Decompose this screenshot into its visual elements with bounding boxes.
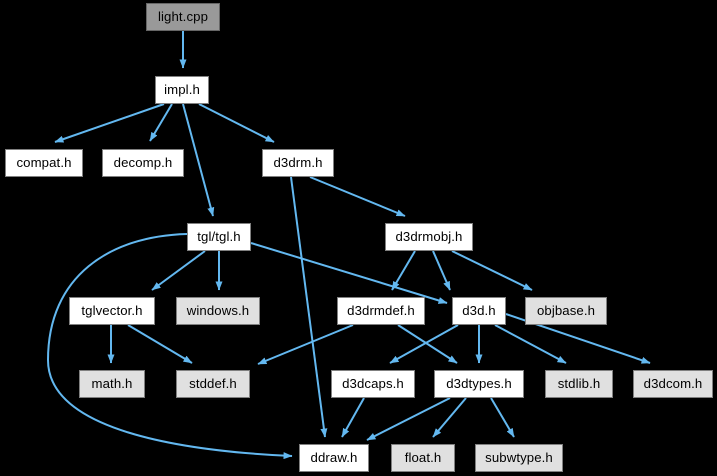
graph-node-label: d3drmobj.h (395, 229, 463, 245)
graph-node-label: d3drm.h (273, 155, 323, 171)
edge-d3d_h-d3dcaps_h (389, 324, 459, 364)
edge-tgl_tgl_h-ddraw_h (46, 233, 293, 460)
graph-node-d3dcom_h[interactable]: d3dcom.h (633, 370, 713, 398)
graph-node-label: stddef.h (189, 376, 237, 392)
graph-node-label: compat.h (16, 155, 72, 171)
graph-node-label: tglvector.h (81, 303, 143, 319)
graph-node-d3dcaps_h[interactable]: d3dcaps.h (331, 370, 415, 398)
graph-node-label: impl.h (164, 82, 200, 98)
edge-impl_h-d3drm_h (198, 103, 275, 143)
graph-node-label: d3dtypes.h (446, 376, 512, 392)
graph-node-label: windows.h (186, 303, 250, 319)
graph-node-windows_h[interactable]: windows.h (176, 297, 260, 325)
graph-node-label: subwtype.h (485, 450, 553, 466)
graph-node-tgl_tgl_h[interactable]: tgl/tgl.h (187, 223, 251, 251)
graph-node-label: math.h (91, 376, 133, 392)
graph-node-d3drm_h[interactable]: d3drm.h (262, 149, 334, 177)
graph-node-d3drmobj_h[interactable]: d3drmobj.h (385, 223, 473, 251)
edge-d3dcaps_h-ddraw_h (341, 397, 365, 438)
edge-d3dtypes_h-ddraw_h (366, 397, 451, 441)
edge-tgl_tgl_h-tglvector_h (151, 250, 206, 291)
graph-node-impl_h[interactable]: impl.h (155, 76, 209, 104)
edge-d3drmdef_h-stddef_h (257, 324, 354, 365)
edge-d3dtypes_h-float_h (432, 397, 467, 438)
graph-node-compat_h[interactable]: compat.h (5, 149, 83, 177)
edge-d3drm_h-d3drmobj_h (309, 176, 406, 217)
graph-node-tglvector_h[interactable]: tglvector.h (69, 297, 155, 325)
graph-node-label: decomp.h (113, 155, 173, 171)
edge-impl_h-compat_h (54, 103, 165, 143)
graph-node-stdlib_h[interactable]: stdlib.h (545, 370, 613, 398)
graph-node-decomp_h[interactable]: decomp.h (102, 149, 184, 177)
graph-node-float_h[interactable]: float.h (391, 444, 455, 472)
graph-node-light_cpp[interactable]: light.cpp (146, 3, 220, 31)
graph-node-label: objbase.h (536, 303, 596, 319)
graph-node-label: float.h (404, 450, 442, 466)
graph-node-label: d3d.h (462, 303, 496, 319)
graph-node-ddraw_h[interactable]: ddraw.h (299, 444, 369, 472)
graph-node-label: d3drmdef.h (347, 303, 415, 319)
edge-tgl_tgl_h-d3d_h (250, 242, 448, 304)
graph-node-stddef_h[interactable]: stddef.h (176, 370, 250, 398)
edge-d3drmobj_h-d3drmdef_h (391, 250, 416, 291)
graph-node-label: d3dcaps.h (342, 376, 404, 392)
graph-node-subwtype_h[interactable]: subwtype.h (475, 444, 563, 472)
graph-node-objbase_h[interactable]: objbase.h (525, 297, 607, 325)
graph-node-label: ddraw.h (310, 450, 358, 466)
graph-node-d3drmdef_h[interactable]: d3drmdef.h (337, 297, 425, 325)
edge-impl_h-decomp_h (149, 103, 173, 142)
graph-node-d3d_h[interactable]: d3d.h (452, 297, 506, 325)
graph-node-math_h[interactable]: math.h (79, 370, 145, 398)
edge-d3drmobj_h-objbase_h (451, 250, 533, 291)
edge-d3d_h-stdlib_h (494, 324, 567, 364)
edge-tglvector_h-stddef_h (127, 324, 193, 364)
edge-impl_h-tgl_tgl_h (182, 103, 215, 217)
edge-d3drm_h-ddraw_h (290, 176, 328, 438)
graph-node-label: light.cpp (157, 9, 209, 25)
graph-node-d3dtypes_h[interactable]: d3dtypes.h (434, 370, 524, 398)
edge-d3dtypes_h-subwtype_h (490, 397, 515, 438)
graph-node-label: stdlib.h (557, 376, 601, 392)
edge-d3drmdef_h-d3dtypes_h (397, 324, 458, 364)
graph-node-label: d3dcom.h (643, 376, 703, 392)
graph-node-label: tgl/tgl.h (197, 229, 241, 245)
edge-d3drmobj_h-d3d_h (432, 250, 451, 291)
